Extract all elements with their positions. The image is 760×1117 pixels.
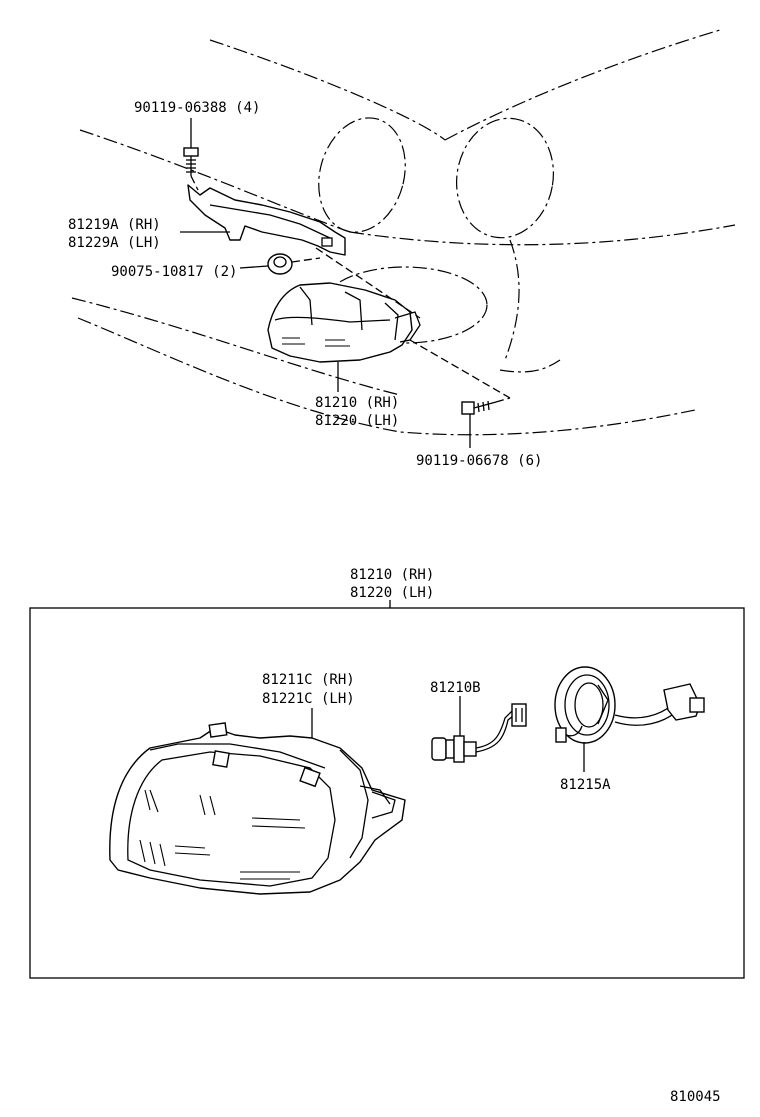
- mounting-bracket: [187, 184, 346, 256]
- clip-icon: [267, 253, 321, 275]
- lens-housing-icon: [109, 722, 406, 895]
- lamp-lh-label: 81220 (LH): [315, 413, 399, 429]
- socket-icon: [554, 666, 705, 744]
- bolt-upper-icon: [183, 147, 199, 191]
- lamp-rh-label: 81210 (RH): [315, 395, 399, 411]
- headlamp-assembly-installed: [267, 247, 511, 399]
- vehicle-body-outline: [71, 29, 736, 436]
- bolt-lower-icon: [461, 397, 511, 415]
- bolt-lower-label: 90119-06678 (6): [416, 453, 542, 469]
- lens-rh-label: 81211C (RH): [262, 672, 355, 688]
- upper-leader-lines: [180, 118, 471, 448]
- bolt-upper-label: 90119-06388 (4): [134, 100, 260, 116]
- assembly-rh-label: 81210 (RH): [350, 567, 434, 583]
- clip-label: 90075-10817 (2): [111, 264, 237, 280]
- bracket-rh-label: 81219A (RH): [68, 217, 161, 233]
- lens-lh-label: 81221C (LH): [262, 691, 355, 707]
- bracket-lh-label: 81229A (LH): [68, 235, 161, 251]
- figure-number: 810045: [670, 1089, 721, 1105]
- bulb-icon: [431, 703, 527, 763]
- bulb-label: 81210B: [430, 680, 481, 696]
- socket-label: 81215A: [560, 777, 611, 793]
- assembly-lh-label: 81220 (LH): [350, 585, 434, 601]
- assembly-detail-box: 81210 (RH) 81220 (LH): [29, 567, 745, 979]
